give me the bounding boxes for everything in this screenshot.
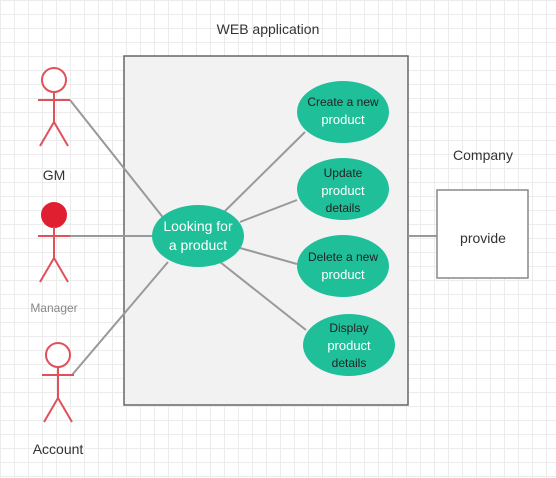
account-connector <box>71 261 169 376</box>
actor-manager <box>38 202 70 283</box>
company-label: Company <box>453 147 513 163</box>
usecase-looking-line2: a product <box>169 237 227 253</box>
usecase-update-line1: Update <box>324 166 363 180</box>
usecase-create-line2: product <box>321 112 365 127</box>
actor-account-label: Account <box>33 441 84 457</box>
usecase-delete <box>297 235 389 297</box>
actor-manager-head <box>41 202 67 228</box>
actor-gm <box>38 67 70 147</box>
create-connector <box>223 131 306 213</box>
actor-account-head <box>45 342 71 368</box>
update-connector <box>239 199 298 223</box>
actor-gm-label: GM <box>43 167 66 183</box>
gm-connector <box>69 99 166 221</box>
diagram-title: WEB application <box>217 21 320 37</box>
external-system-label: provide <box>460 230 506 246</box>
usecase-delete-line1: Delete a new <box>308 250 378 264</box>
usecase-create <box>297 81 389 143</box>
connectors <box>69 99 437 376</box>
usecase-display-line1: Display <box>329 321 368 335</box>
usecase-display-line3: details <box>332 356 367 370</box>
actor-manager-label: Manager <box>30 301 77 315</box>
usecase-create-line1: Create a new <box>307 95 379 109</box>
display-connector <box>219 261 307 331</box>
usecase-update <box>297 158 389 220</box>
actor-account <box>42 342 74 423</box>
usecase-delete-line2: product <box>321 267 365 282</box>
delete-connector <box>239 247 298 265</box>
usecase-update-line2: product <box>321 183 365 198</box>
usecase-looking-line1: Looking for <box>163 218 233 234</box>
actor-gm-head <box>41 67 67 93</box>
external-system-box <box>436 189 529 279</box>
usecase-display <box>303 314 395 376</box>
usecase-looking-for-product <box>152 205 244 267</box>
usecase-display-line2: product <box>327 338 371 353</box>
usecase-update-line3: details <box>326 201 361 215</box>
